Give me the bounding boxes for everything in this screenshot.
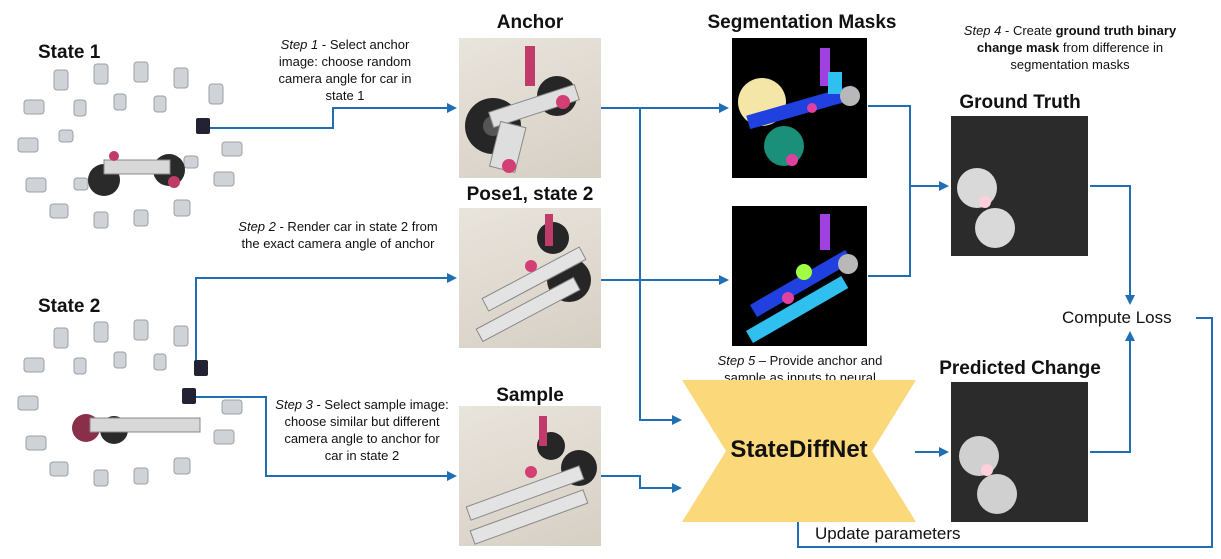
state1-title: State 1: [38, 42, 101, 63]
arrow-gt-to-loss: [1090, 185, 1135, 305]
anchor-image: [459, 38, 601, 178]
pose1-title: Pose1, state 2: [466, 184, 594, 205]
compute-loss-label: Compute Loss: [1062, 308, 1172, 327]
state1-camera-ring: [17, 61, 243, 229]
state2-title: State 2: [38, 296, 101, 317]
statediffnet-block: [682, 380, 916, 522]
segmentation-mask-pose1: [732, 206, 867, 346]
step2-text: Step 2 - Render car in state 2 from the …: [238, 219, 438, 251]
sample-title: Sample: [496, 385, 564, 406]
arrow-predicted-to-loss: [1090, 331, 1135, 453]
segmentation-title: Segmentation Masks: [707, 12, 897, 33]
step4-text: Step 4 - Create ground truth binary chan…: [963, 23, 1177, 72]
statediffnet-label: StateDiffNet: [730, 436, 868, 463]
arrow-sample-to-network: [600, 475, 682, 493]
arrow-state2-to-pose1: [195, 273, 457, 366]
arrow-masks-to-gt: [868, 105, 947, 277]
arrow-loss-to-network: [793, 317, 1213, 548]
predicted-change-title: Predicted Change: [939, 358, 1101, 379]
arrow-anchor-to-network: [639, 108, 682, 425]
segmentation-mask-anchor: [732, 38, 867, 178]
pose1-image: [459, 208, 601, 348]
state2-camera-ring: [17, 319, 243, 487]
ground-truth-title: Ground Truth: [959, 92, 1081, 113]
arrow-state1-to-anchor: [210, 103, 457, 129]
sample-image: [459, 406, 601, 546]
ground-truth-image: [951, 116, 1088, 256]
step1-text: Step 1 - Select anchor image: choose ran…: [278, 37, 412, 103]
step3-text: Step 3 - Select sample image: choose sim…: [275, 397, 449, 463]
update-parameters-label: Update parameters: [815, 524, 961, 543]
arrow-state2-to-sample: [190, 396, 457, 481]
predicted-change-image: [951, 382, 1088, 522]
anchor-title: Anchor: [496, 12, 564, 33]
